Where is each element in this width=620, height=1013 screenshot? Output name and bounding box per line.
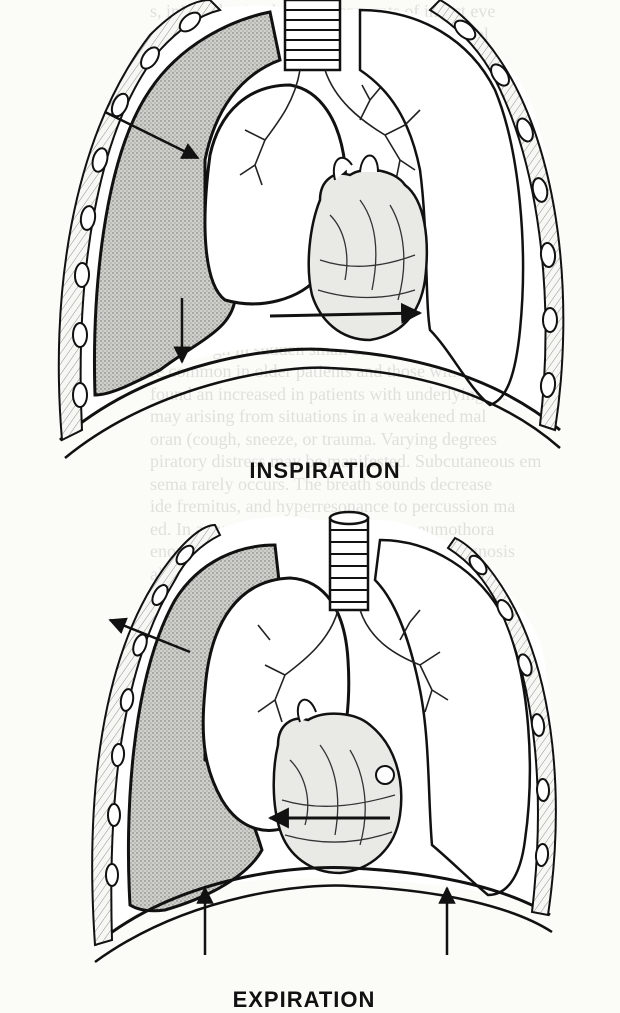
inspiration-trachea — [285, 0, 340, 70]
inspiration-label: INSPIRATION — [15, 458, 620, 484]
inspiration-panel — [59, 0, 564, 458]
expiration-label: EXPIRATION — [0, 987, 614, 1013]
expiration-trachea — [330, 512, 368, 610]
expiration-panel — [92, 512, 556, 962]
